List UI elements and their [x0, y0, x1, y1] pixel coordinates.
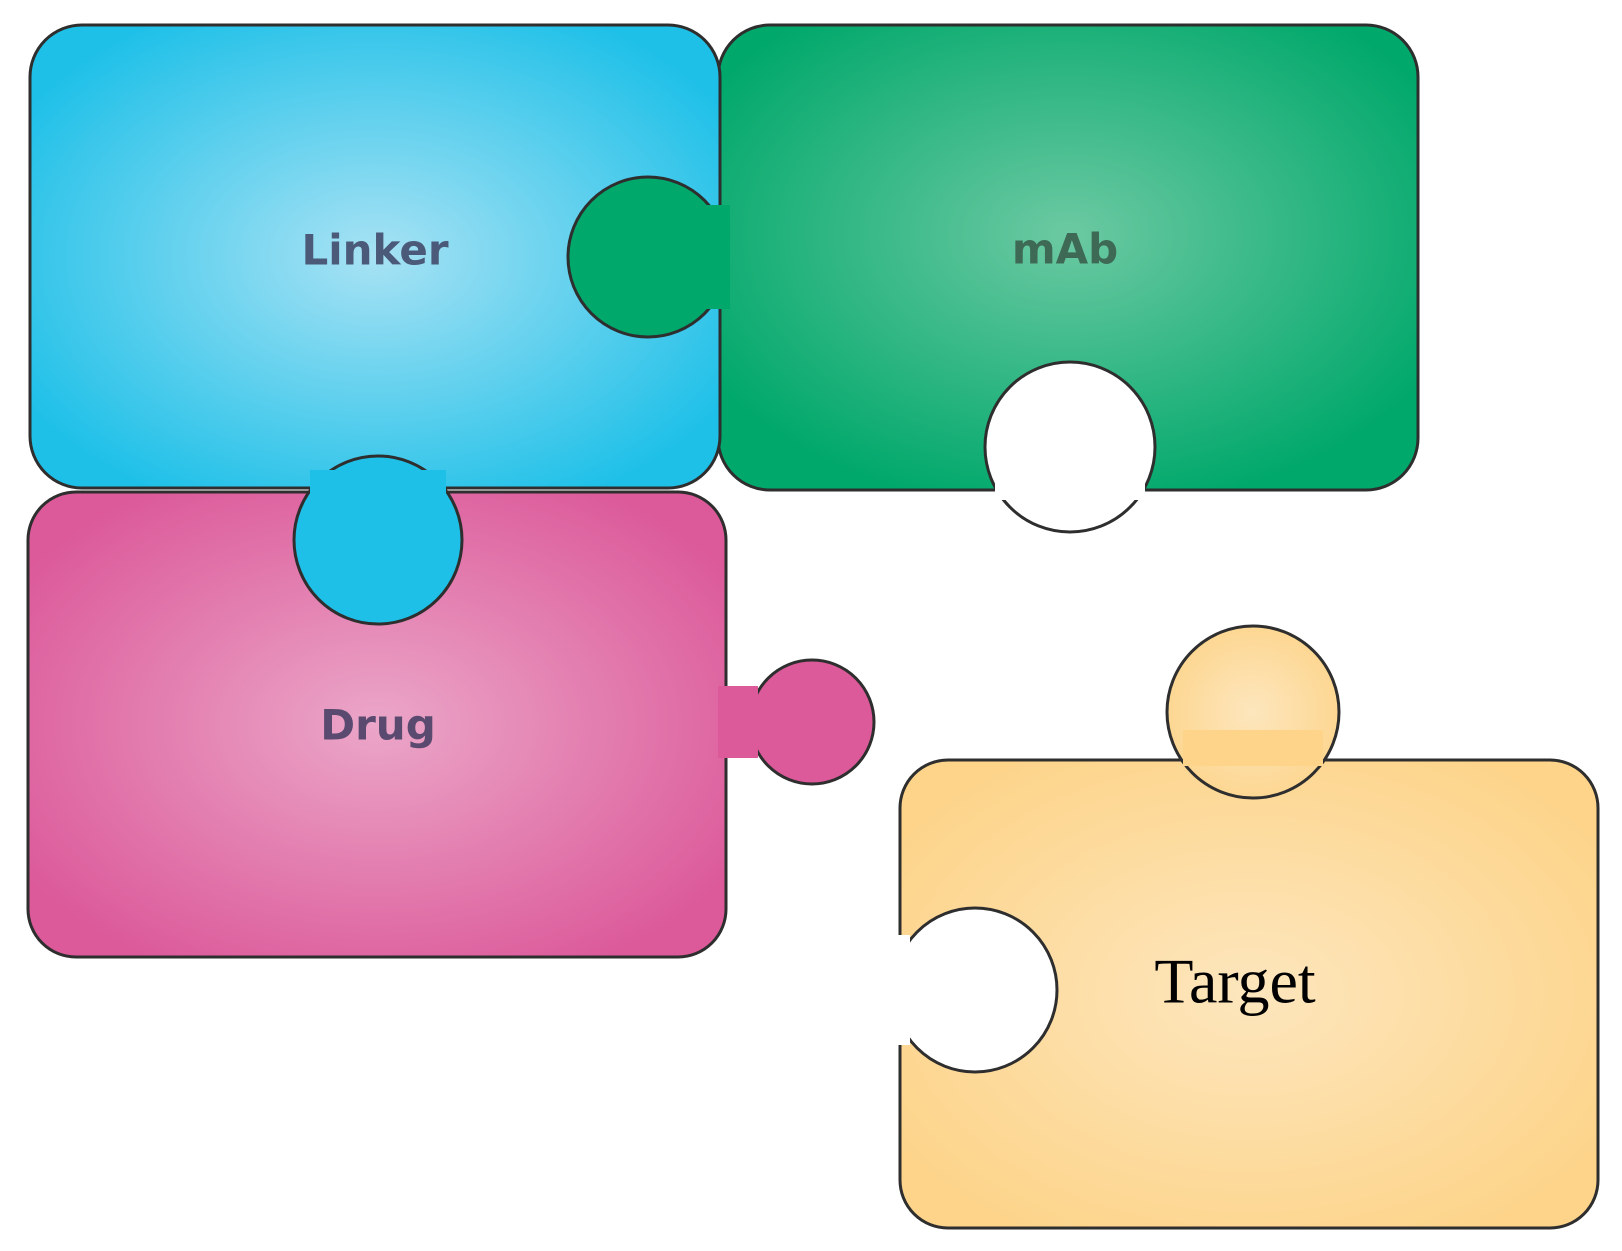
- linker-piece-tab-joint: [310, 470, 446, 510]
- target-label: Target: [1154, 946, 1316, 1017]
- drug-piece: Drug: [26, 490, 876, 959]
- target-piece-slot-edge-cover: [880, 935, 910, 1045]
- target-piece-tab: [1165, 624, 1341, 800]
- mab-piece: mAb: [716, 23, 1420, 534]
- drug-piece-tab: [748, 658, 876, 786]
- mab-piece-slot: [983, 360, 1157, 534]
- mab-label: mAb: [1012, 225, 1118, 274]
- drug-label: Drug: [320, 701, 436, 750]
- mab-piece-tab-joint: [680, 205, 730, 309]
- target-piece: Target: [880, 624, 1600, 1230]
- target-piece-tab-joint: [1183, 730, 1323, 766]
- linker-piece: [28, 23, 722, 626]
- drug-piece-tab-joint: [718, 686, 758, 758]
- target-piece-slot: [891, 906, 1059, 1074]
- mab-piece-slot-edge-cover: [995, 480, 1145, 500]
- linker-label: Linker: [301, 226, 448, 275]
